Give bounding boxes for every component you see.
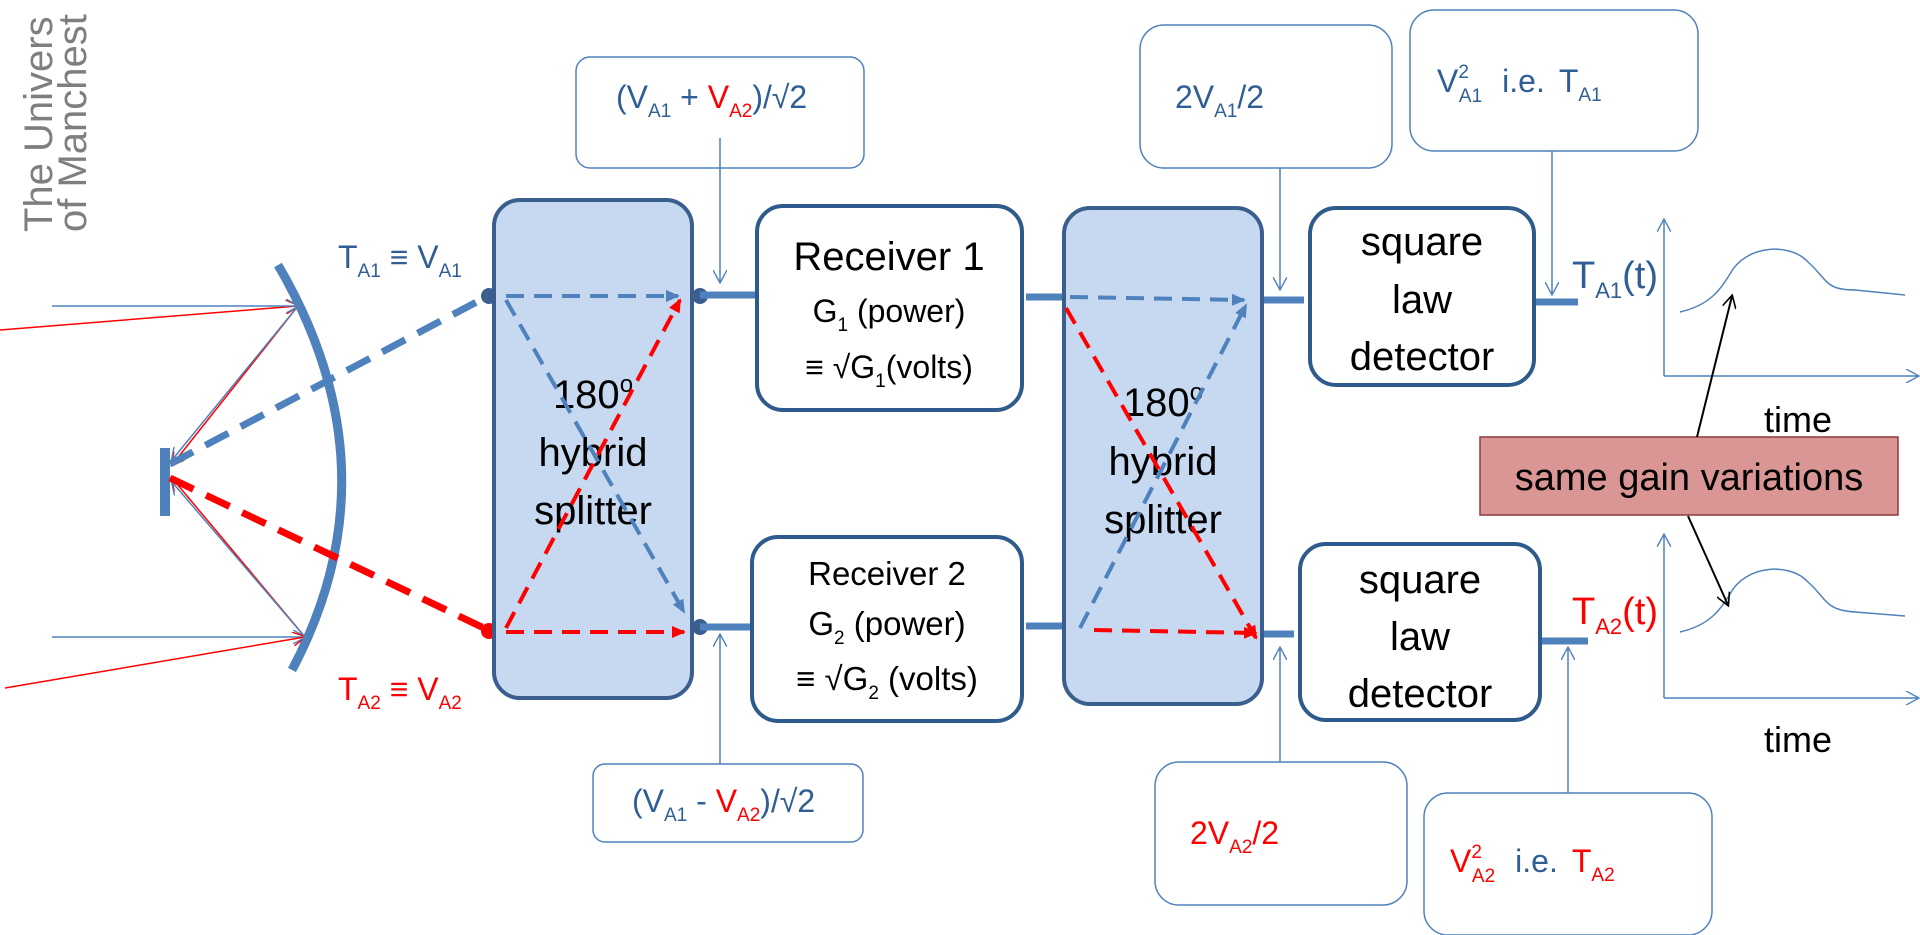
detector1-line-3: detector — [1350, 335, 1495, 379]
receiver1-title: Receiver 1 — [793, 235, 984, 279]
ray-red-top-in — [0, 306, 298, 331]
plot1-signal — [1679, 248, 1906, 313]
hybrid1-degree: 180o — [553, 371, 633, 417]
square-law-detector-2: square law detector — [1298, 542, 1542, 722]
callout-out1: 2VA1/2 — [1139, 24, 1393, 169]
hybrid-splitter-2: 180o hybrid splitter — [1062, 206, 1264, 706]
plot2-time-label: time — [1764, 719, 1832, 760]
svg-text:2VA1/2: 2VA1/2 — [1175, 79, 1264, 122]
feed-line-blue — [168, 292, 490, 468]
time-plot-1: time — [1664, 220, 1918, 440]
receiver2-title: Receiver 2 — [808, 555, 966, 592]
output-ta1-label: TA1(t) — [1572, 255, 1658, 303]
receiver1-volts: ≡ √G1(volts) — [805, 349, 973, 392]
incoming-rays — [0, 305, 306, 689]
dish-reflector — [274, 262, 347, 673]
receiver1-gain: G1 (power) — [813, 293, 966, 336]
svg-text:2VA2/2: 2VA2/2 — [1190, 815, 1279, 858]
svg-text:(VA1 + VA2)/√2: (VA1 + VA2)/√2 — [616, 79, 807, 122]
hybrid2-path-straight-top — [1069, 293, 1246, 306]
plot2-signal — [1679, 568, 1906, 633]
output-ta2-label: TA2(t) — [1572, 591, 1658, 639]
callout-sum: (VA1 + VA2)/√2 — [575, 56, 865, 169]
annotation-text: same gain variations — [1515, 457, 1864, 499]
hybrid1-path-cross-blue — [504, 299, 686, 614]
detector2-line-1: square — [1359, 558, 1481, 602]
hybrid2-path-cross-red — [1064, 307, 1258, 640]
hybrid1-path-cross-red — [504, 298, 682, 629]
receiver2-gain: G2 (power) — [808, 605, 965, 649]
detector1-line-1: square — [1361, 220, 1483, 264]
hybrid2-line-2: hybrid — [1109, 440, 1218, 484]
detector2-line-2: law — [1390, 615, 1450, 659]
annotation-same-gain: same gain variations — [1479, 436, 1899, 516]
annotation-arrow-down — [1687, 515, 1728, 605]
callout-out2: 2VA2/2 — [1154, 761, 1408, 906]
detector2-line-3: detector — [1348, 672, 1493, 716]
annotation-arrow-up — [1696, 296, 1732, 438]
square-law-detector-1: square law detector — [1308, 206, 1536, 387]
hybrid1-line-3: splitter — [534, 489, 652, 533]
receiver-1: Receiver 1 G1 (power) ≡ √G1(volts) — [755, 204, 1024, 412]
detector1-line-2: law — [1392, 278, 1452, 322]
university-logo: The Univers of Manchest — [17, 14, 95, 232]
receiver2-volts: ≡ √G2 (volts) — [796, 660, 978, 704]
ray-red-bottom-in — [4, 637, 305, 689]
ray-blue-bottom-reflect — [172, 482, 306, 638]
hybrid2-path-cross-blue — [1078, 303, 1248, 629]
feed-line-red — [168, 474, 490, 634]
hybrid2-line-3: splitter — [1104, 498, 1222, 542]
ray-blue-top-reflect — [172, 305, 299, 460]
svg-text:(VA1 - VA2)/√2: (VA1 - VA2)/√2 — [632, 783, 815, 826]
receiver-2: Receiver 2 G2 (power) ≡ √G2 (volts) — [750, 535, 1024, 723]
label-ta1-va1: TA1 ≡ VA1 — [338, 239, 462, 282]
label-ta2-va2: TA2 ≡ VA2 — [338, 671, 462, 714]
time-plot-2: time — [1664, 535, 1918, 760]
logo-line-2: of Manchest — [51, 14, 95, 232]
logo-line-1: The Univers — [17, 16, 61, 232]
callout-diff: (VA1 - VA2)/√2 — [592, 763, 864, 843]
hybrid2-degree: 180o — [1123, 379, 1203, 425]
plot1-time-label: time — [1764, 399, 1832, 440]
